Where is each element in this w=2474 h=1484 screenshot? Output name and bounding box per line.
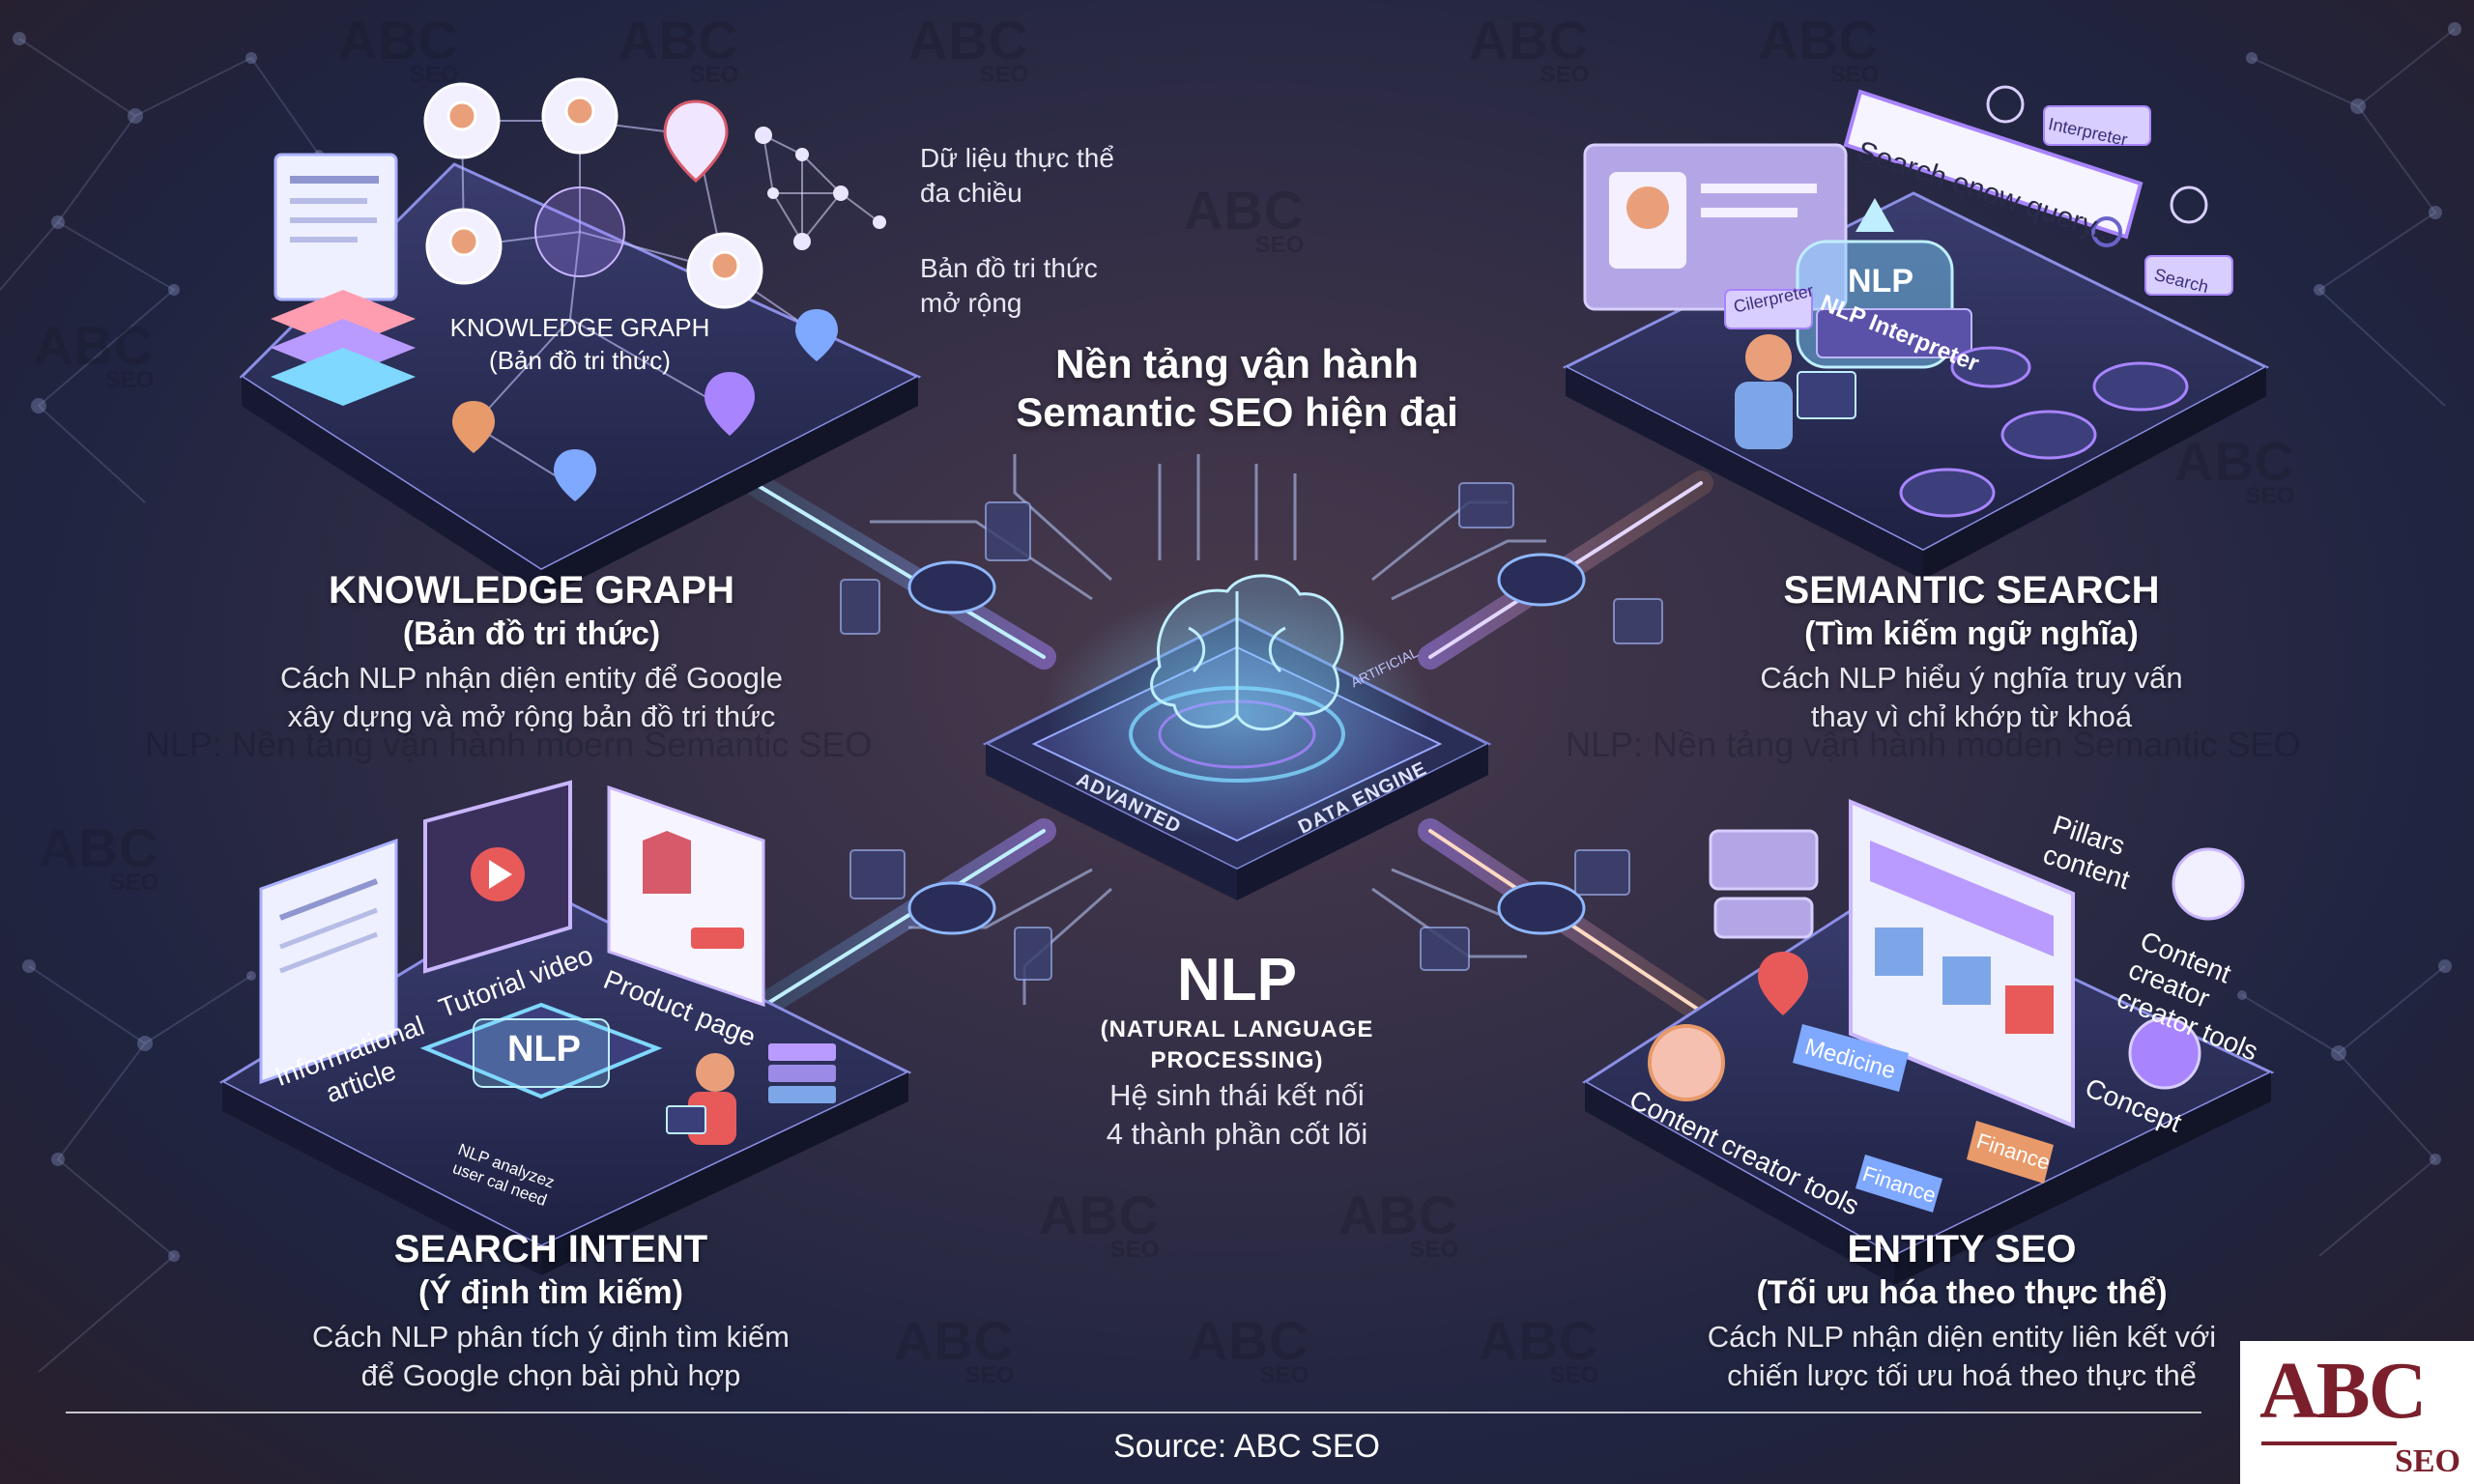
entity-seo-platform: [1582, 799, 2275, 1285]
entity-seo-desc: Cách NLP nhận diện entity liên kết với c…: [1633, 1318, 2290, 1395]
desc-line: 4 thành phần cốt lõi: [1106, 1117, 1368, 1151]
desc-line: thay vì chỉ khớp từ khoá: [1810, 699, 2133, 733]
location-pin-icon: [1758, 952, 1808, 1015]
center-title-line: Semantic SEO hiện đại: [1016, 389, 1458, 435]
connector-beams: [722, 471, 1733, 1037]
kg-note-line: mở rộng: [920, 288, 1022, 318]
location-pin-icon: [452, 100, 838, 501]
kg-note-line: Dữ liệu thực thể: [920, 143, 1114, 173]
nlp-box-icon: [419, 1002, 663, 1099]
semantic-search-subtitle: (Tìm kiếm ngữ nghĩa): [1804, 615, 2139, 652]
kg-note-line: Bản đồ tri thức: [920, 253, 1098, 283]
content-hub-panel-icon: [1849, 799, 2075, 1128]
watermark-tagline: NLP: Nền tảng vận hành moden Semantic SE…: [1566, 725, 2301, 764]
article-panel-icon: [259, 838, 398, 1085]
semantic-search-desc: Cách NLP hiểu ý nghĩa truy vấn thay vì c…: [1633, 659, 2310, 736]
globe-icon: [1986, 85, 2208, 224]
nlp-hub-block: NLP (NATURAL LANGUAGE PROCESSING) Hệ sin…: [1044, 947, 1430, 1154]
logo-sub-text: SEO: [2394, 1443, 2460, 1479]
interpreter-tag-icon: [1724, 105, 2233, 358]
desc-line: Hệ sinh thái kết nối: [1109, 1078, 1365, 1112]
desc-line: Cách NLP phân tích ý định tìm kiếm: [312, 1320, 790, 1354]
nlp-box-label: NLP: [507, 1029, 581, 1070]
center-title-line: Nền tảng vận hành: [1055, 341, 1419, 386]
search-bar-icon: [1843, 89, 2143, 247]
brain-icon: [1150, 574, 1344, 731]
kg-platform-label-line: (Bản đồ tri thức): [489, 346, 671, 375]
semantic-search-platform: [1562, 85, 2270, 580]
entity-seo-subtitle: (Tối ưu hóa theo thực thể): [1756, 1274, 2168, 1311]
entity-tag-icon: [1793, 1024, 2054, 1213]
kg-note-multidimensional: Dữ liệu thực thể đa chiều: [920, 141, 1114, 211]
desc-line: để Google chọn bài phù hợp: [360, 1358, 741, 1392]
logo-main-text: ABC: [2259, 1346, 2427, 1436]
nlp-desc: Hệ sinh thái kết nối 4 thành phần cốt lõ…: [1044, 1076, 1430, 1154]
avatar-badge-icon: [1648, 847, 2245, 1101]
center-title: Nền tảng vận hành Semantic SEO hiện đại: [947, 340, 1527, 437]
person-at-desk-icon: [1735, 334, 1856, 449]
desc-line: Cách NLP nhận diện entity để Google: [280, 661, 783, 695]
semantic-search-block: SEMANTIC SEARCH (Tìm kiếm ngữ nghĩa) Các…: [1633, 568, 2310, 736]
watermark-tagline: NLP: Nền tảng vận hành moern Semantic SE…: [145, 725, 873, 764]
search-intent-desc: Cách NLP phân tích ý định tìm kiếm để Go…: [203, 1318, 899, 1395]
entity-seo-block: ENTITY SEO (Tối ưu hóa theo thực thể) Cá…: [1633, 1227, 2290, 1395]
knowledge-graph-desc: Cách NLP nhận diện entity để Google xây …: [193, 659, 870, 736]
source-caption: Source: ABC SEO: [1113, 1428, 1380, 1465]
desc-line: Cách NLP hiểu ý nghĩa truy vấn: [1760, 661, 2183, 695]
desc-line: chiến lược tối ưu hoá theo thực thể: [1727, 1358, 2197, 1392]
kg-note-line: đa chiều: [920, 178, 1022, 208]
knowledge-graph-block: KNOWLEDGE GRAPH (Bản đồ tri thức) Cách N…: [193, 568, 870, 736]
nlp-subtitle: (NATURAL LANGUAGE PROCESSING): [1100, 1016, 1374, 1073]
knowledge-graph-platform: [239, 77, 922, 599]
video-panel-icon: [423, 780, 572, 974]
data-stack-icon: [271, 290, 416, 406]
search-intent-title: SEARCH INTENT: [393, 1228, 708, 1270]
beam-nodes: [907, 553, 1586, 935]
abc-seo-logo: ABC SEO: [2240, 1341, 2474, 1484]
desc-line: xây dựng và mở rộng bản đồ tri thức: [287, 699, 776, 733]
kg-platform-label: KNOWLEDGE GRAPH (Bản đồ tri thức): [425, 311, 734, 377]
product-panel-icon: [607, 785, 765, 1008]
profile-panel-icon: [1583, 143, 1848, 311]
search-intent-block: SEARCH INTENT (Ý định tìm kiếm) Cách NLP…: [203, 1227, 899, 1395]
semantic-search-title: SEMANTIC SEARCH: [1783, 569, 2160, 612]
kg-note-expanded: Bản đồ tri thức mở rộng: [920, 251, 1098, 321]
footer-divider: [66, 1412, 2201, 1413]
pedestal-icon: [1899, 346, 2189, 518]
kg-platform-label-line: KNOWLEDGE GRAPH: [449, 313, 710, 342]
knowledge-graph-subtitle: (Bản đồ tri thức): [402, 615, 661, 652]
desc-line: Cách NLP nhận diện entity liên kết với: [1707, 1320, 2217, 1354]
nlp-title: NLP: [1177, 947, 1297, 1013]
document-panel-icon: [273, 153, 398, 301]
nlp-chip: [982, 574, 1492, 900]
person-at-laptop-icon: [666, 1053, 736, 1145]
search-intent-platform: [218, 780, 912, 1275]
entity-seo-title: ENTITY SEO: [1847, 1228, 2077, 1270]
server-stack-icon: [768, 1043, 836, 1103]
profile-card-icon: [1709, 829, 1819, 939]
search-intent-subtitle: (Ý định tìm kiếm): [418, 1274, 683, 1311]
cloud-nlp-label: NLP: [1848, 263, 1913, 300]
logo-rule: [2261, 1441, 2397, 1445]
knowledge-graph-title: KNOWLEDGE GRAPH: [329, 569, 734, 612]
person-avatar-icon: [423, 77, 763, 309]
